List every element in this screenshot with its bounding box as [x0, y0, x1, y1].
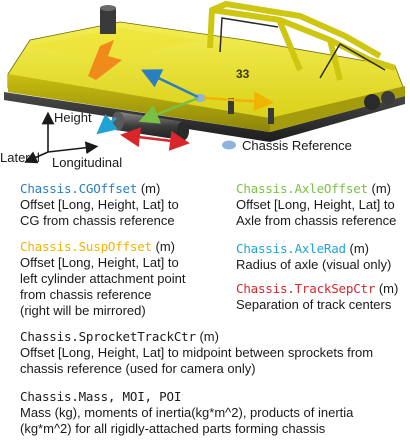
- param-track-sep: Chassis.TrackSepCtr (m) Separation of tr…: [236, 281, 398, 313]
- orange-logo-icon: [88, 40, 122, 80]
- body-number: 33: [236, 67, 250, 81]
- cg-offset-arrow: [140, 69, 199, 99]
- exhaust-stack: [100, 5, 116, 34]
- axle-rad-arrow: [96, 113, 119, 135]
- param-desc-line: left cylinder attachment point: [20, 271, 186, 286]
- susp-offset-arrow: [203, 91, 274, 112]
- chassis-base: [4, 92, 405, 142]
- coordinate-axes: [24, 111, 99, 164]
- axis-label-lateral: Lateral: [0, 150, 40, 165]
- param-unit: (m): [349, 241, 370, 256]
- param-unit: (m): [140, 181, 161, 196]
- param-cg-offset: Chassis.CGOffset (m) Offset [Long, Heigh…: [20, 181, 179, 229]
- axis-label-height: Height: [54, 110, 92, 125]
- param-desc-line: Radius of axle (visual only): [236, 257, 392, 272]
- param-name: Chassis.AxleOffset: [236, 181, 368, 196]
- front-pins: [228, 91, 395, 124]
- param-axle-rad: Chassis.AxleRad (m) Radius of axle (visu…: [236, 241, 391, 273]
- legend-reference-dot: [222, 140, 236, 150]
- param-desc-line: Axle from chassis reference: [236, 213, 397, 228]
- param-unit: (m): [378, 281, 399, 296]
- param-desc-line: Mass (kg), moments of inertia(kg*m^2), p…: [20, 405, 354, 420]
- param-name: Chassis.CGOffset: [20, 181, 138, 196]
- param-name: Chassis.TrackSepCtr: [236, 281, 376, 296]
- param-sprocket-track-ctr: Chassis.SprocketTrackCtr (m) Offset [Lon…: [20, 329, 373, 377]
- param-name: Chassis.Mass, MOI, POI: [20, 389, 182, 404]
- param-mass-moi-poi: Chassis.Mass, MOI, POI Mass (kg), moment…: [20, 389, 353, 437]
- axis-label-longitudinal: Longitudinal: [52, 155, 123, 170]
- param-desc-line: from chassis reference: [20, 287, 152, 302]
- param-desc-line: Offset [Long, Height, Lat] to: [20, 197, 179, 212]
- param-desc-line: chassis reference (used for camera only): [20, 361, 256, 376]
- param-desc-line: Offset [Long, Height, Lat] to: [20, 255, 179, 270]
- param-desc-line: Separation of track centers: [236, 297, 392, 312]
- param-unit: (m): [199, 329, 219, 344]
- axle-offset-arrow: [138, 96, 199, 124]
- cab-frame-shadow: [219, 17, 386, 79]
- chassis-illustration: 33: [4, 1, 406, 164]
- param-susp-offset: Chassis.SuspOffset (m) Offset [Long, Hei…: [20, 239, 185, 319]
- param-name: Chassis.AxleRad: [236, 241, 346, 256]
- legend-chassis-reference: Chassis Reference: [242, 138, 352, 153]
- param-desc-line: Offset [Long, Height, Lat] to: [236, 197, 395, 212]
- param-name: Chassis.SprocketTrackCtr: [20, 329, 196, 344]
- track-sep-arrow: [120, 127, 190, 151]
- param-unit: (m): [371, 181, 392, 196]
- param-desc-line: CG from chassis reference: [20, 213, 175, 228]
- param-unit: (m): [155, 239, 176, 254]
- param-axle-offset: Chassis.AxleOffset (m) Offset [Long, Hei…: [236, 181, 396, 229]
- param-desc-line: (right will be mirrored): [20, 303, 146, 318]
- param-desc-line: (kg*m^2) for all rigidly-attached parts …: [20, 421, 326, 436]
- param-desc-line: Offset [Long, Height, Lat] to midpoint b…: [20, 345, 374, 360]
- param-name: Chassis.SuspOffset: [20, 239, 152, 254]
